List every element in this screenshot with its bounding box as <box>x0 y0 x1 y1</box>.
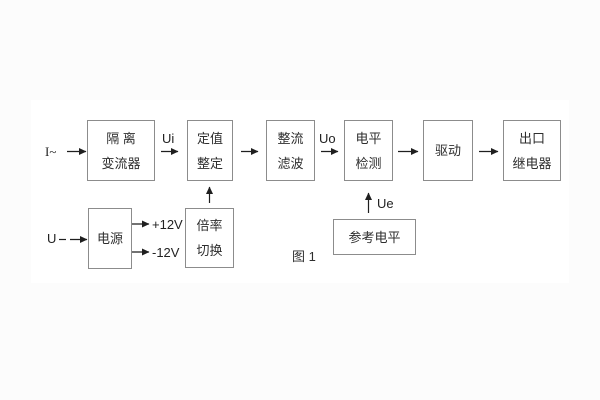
block-driver-line1: 驱动 <box>434 143 461 158</box>
block-reference-level: 参考电平 <box>333 219 416 255</box>
block-ratio-switch-line1: 倍率 <box>196 218 223 233</box>
block-output-relay-line2: 继电器 <box>512 155 552 171</box>
block-isolation-transformer-line2: 变流器 <box>101 155 141 171</box>
block-rectify-filter-line1: 整流 <box>277 130 304 146</box>
block-level-detect: 电平 检测 <box>344 120 393 181</box>
label-input-voltage: U <box>47 231 57 246</box>
block-output-relay-line1: 出口 <box>518 130 545 146</box>
block-isolation-transformer: 隔 离 变流器 <box>87 120 155 181</box>
label-uo: Uo <box>319 131 336 146</box>
block-ratio-switch: 倍率 切换 <box>185 208 234 268</box>
block-setting-adjust: 定值 整定 <box>187 120 233 181</box>
block-output-relay: 出口 继电器 <box>503 120 561 181</box>
block-isolation-transformer-line1: 隔 离 <box>106 130 136 146</box>
label-plus-12v: +12V <box>152 217 183 232</box>
label-minus-12v: -12V <box>152 245 180 260</box>
block-rectify-filter: 整流 滤波 <box>266 120 315 181</box>
figure-caption: 图 1 <box>292 249 316 264</box>
label-input-current: I~ <box>45 144 57 159</box>
block-reference-level-line1: 参考电平 <box>348 229 401 245</box>
block-ratio-switch-line2: 切换 <box>196 243 223 258</box>
block-rectify-filter-line2: 滤波 <box>277 155 304 171</box>
block-setting-adjust-line1: 定值 <box>196 130 223 146</box>
label-ue: Ue <box>377 196 394 211</box>
block-power-supply: 电源 <box>88 208 132 269</box>
block-setting-adjust-line2: 整定 <box>196 155 223 171</box>
block-level-detect-line1: 电平 <box>355 130 382 146</box>
block-power-supply-line1: 电源 <box>96 231 123 246</box>
block-level-detect-line2: 检测 <box>355 155 382 171</box>
block-driver: 驱动 <box>423 120 473 181</box>
label-ui: Ui <box>162 131 175 146</box>
